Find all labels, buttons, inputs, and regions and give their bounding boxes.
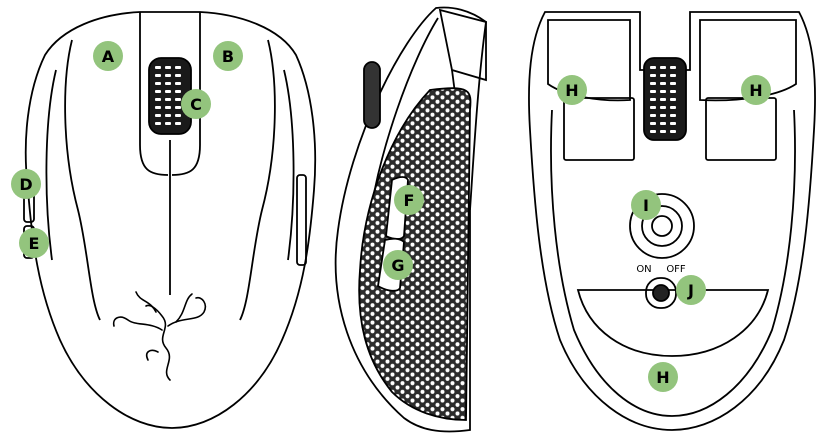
bottom-view-inner-contour — [550, 109, 796, 417]
callout-j-label: J — [687, 281, 694, 300]
top-view-right-button-seam — [171, 12, 201, 176]
sensor-lens-icon — [651, 215, 673, 237]
power-switch-housing — [645, 277, 677, 309]
callout-f-label: F — [404, 191, 415, 210]
razer-snake-logo-icon — [112, 291, 207, 381]
callout-a: A — [93, 41, 123, 71]
bottom-view — [528, 11, 816, 431]
callout-i-label: I — [643, 196, 649, 215]
callout-h-right-badge — [741, 75, 771, 105]
power-switch[interactable] — [652, 284, 670, 302]
bottom-view-foot-rear — [576, 289, 770, 357]
callout-f-badge — [394, 185, 424, 215]
side-view-scroll-wheel[interactable] — [363, 61, 381, 129]
callout-g: G — [383, 250, 413, 280]
callout-a-badge — [93, 41, 123, 71]
top-view-scroll-wheel[interactable] — [148, 57, 192, 135]
callout-h-right-label: H — [749, 81, 762, 100]
sensor-outer — [629, 193, 695, 259]
callout-a-label: A — [102, 47, 115, 66]
callout-c: C — [181, 89, 211, 119]
top-view — [23, 11, 317, 429]
callout-e-label: E — [29, 234, 40, 253]
callout-j-badge — [676, 275, 706, 305]
callout-h-left: H — [557, 75, 587, 105]
bottom-view-scroll-wheel — [643, 57, 687, 141]
switch-label-off: OFF — [666, 264, 686, 275]
bottom-view-foot-left — [563, 97, 635, 161]
callout-c-label: C — [190, 95, 202, 114]
side-view-mesh-panel — [358, 87, 472, 421]
sensor-middle — [641, 205, 683, 247]
top-view-right-edge-line — [283, 69, 295, 261]
callout-g-label: G — [391, 256, 404, 275]
callout-h-right: H — [741, 75, 771, 105]
callout-h-left-label: H — [565, 81, 578, 100]
side-view-body-outline — [334, 6, 487, 433]
callout-d-label: D — [19, 175, 32, 194]
bottom-view-body-outline — [528, 11, 816, 431]
callout-j: J — [676, 275, 706, 305]
callout-d-badge — [11, 169, 41, 199]
callout-h-left-badge — [557, 75, 587, 105]
callout-d: D — [11, 169, 41, 199]
callout-e-badge — [19, 228, 49, 258]
callout-f: F — [394, 185, 424, 215]
side-view-rear-block — [438, 8, 487, 82]
bottom-view-foot-right — [705, 97, 777, 161]
top-view-body-outline — [24, 11, 317, 429]
callout-c-badge — [181, 89, 211, 119]
top-view-right-ridge — [239, 39, 276, 321]
callout-b-label: B — [222, 47, 234, 66]
callout-e: E — [19, 228, 49, 258]
switch-label-on: ON — [636, 264, 651, 275]
callout-i-badge — [631, 190, 661, 220]
top-view-left-button-seam — [139, 12, 169, 176]
top-view-right-side-panel — [296, 174, 307, 266]
callout-h-bottom-badge — [648, 362, 678, 392]
callout-h-bottom: H — [648, 362, 678, 392]
callout-i: I — [631, 190, 661, 220]
callout-b-badge — [213, 41, 243, 71]
top-view-left-ridge — [64, 39, 101, 321]
top-view-left-edge-line — [45, 69, 57, 261]
callout-g-badge — [383, 250, 413, 280]
callout-b: B — [213, 41, 243, 71]
callout-h-bottom-label: H — [656, 368, 669, 387]
